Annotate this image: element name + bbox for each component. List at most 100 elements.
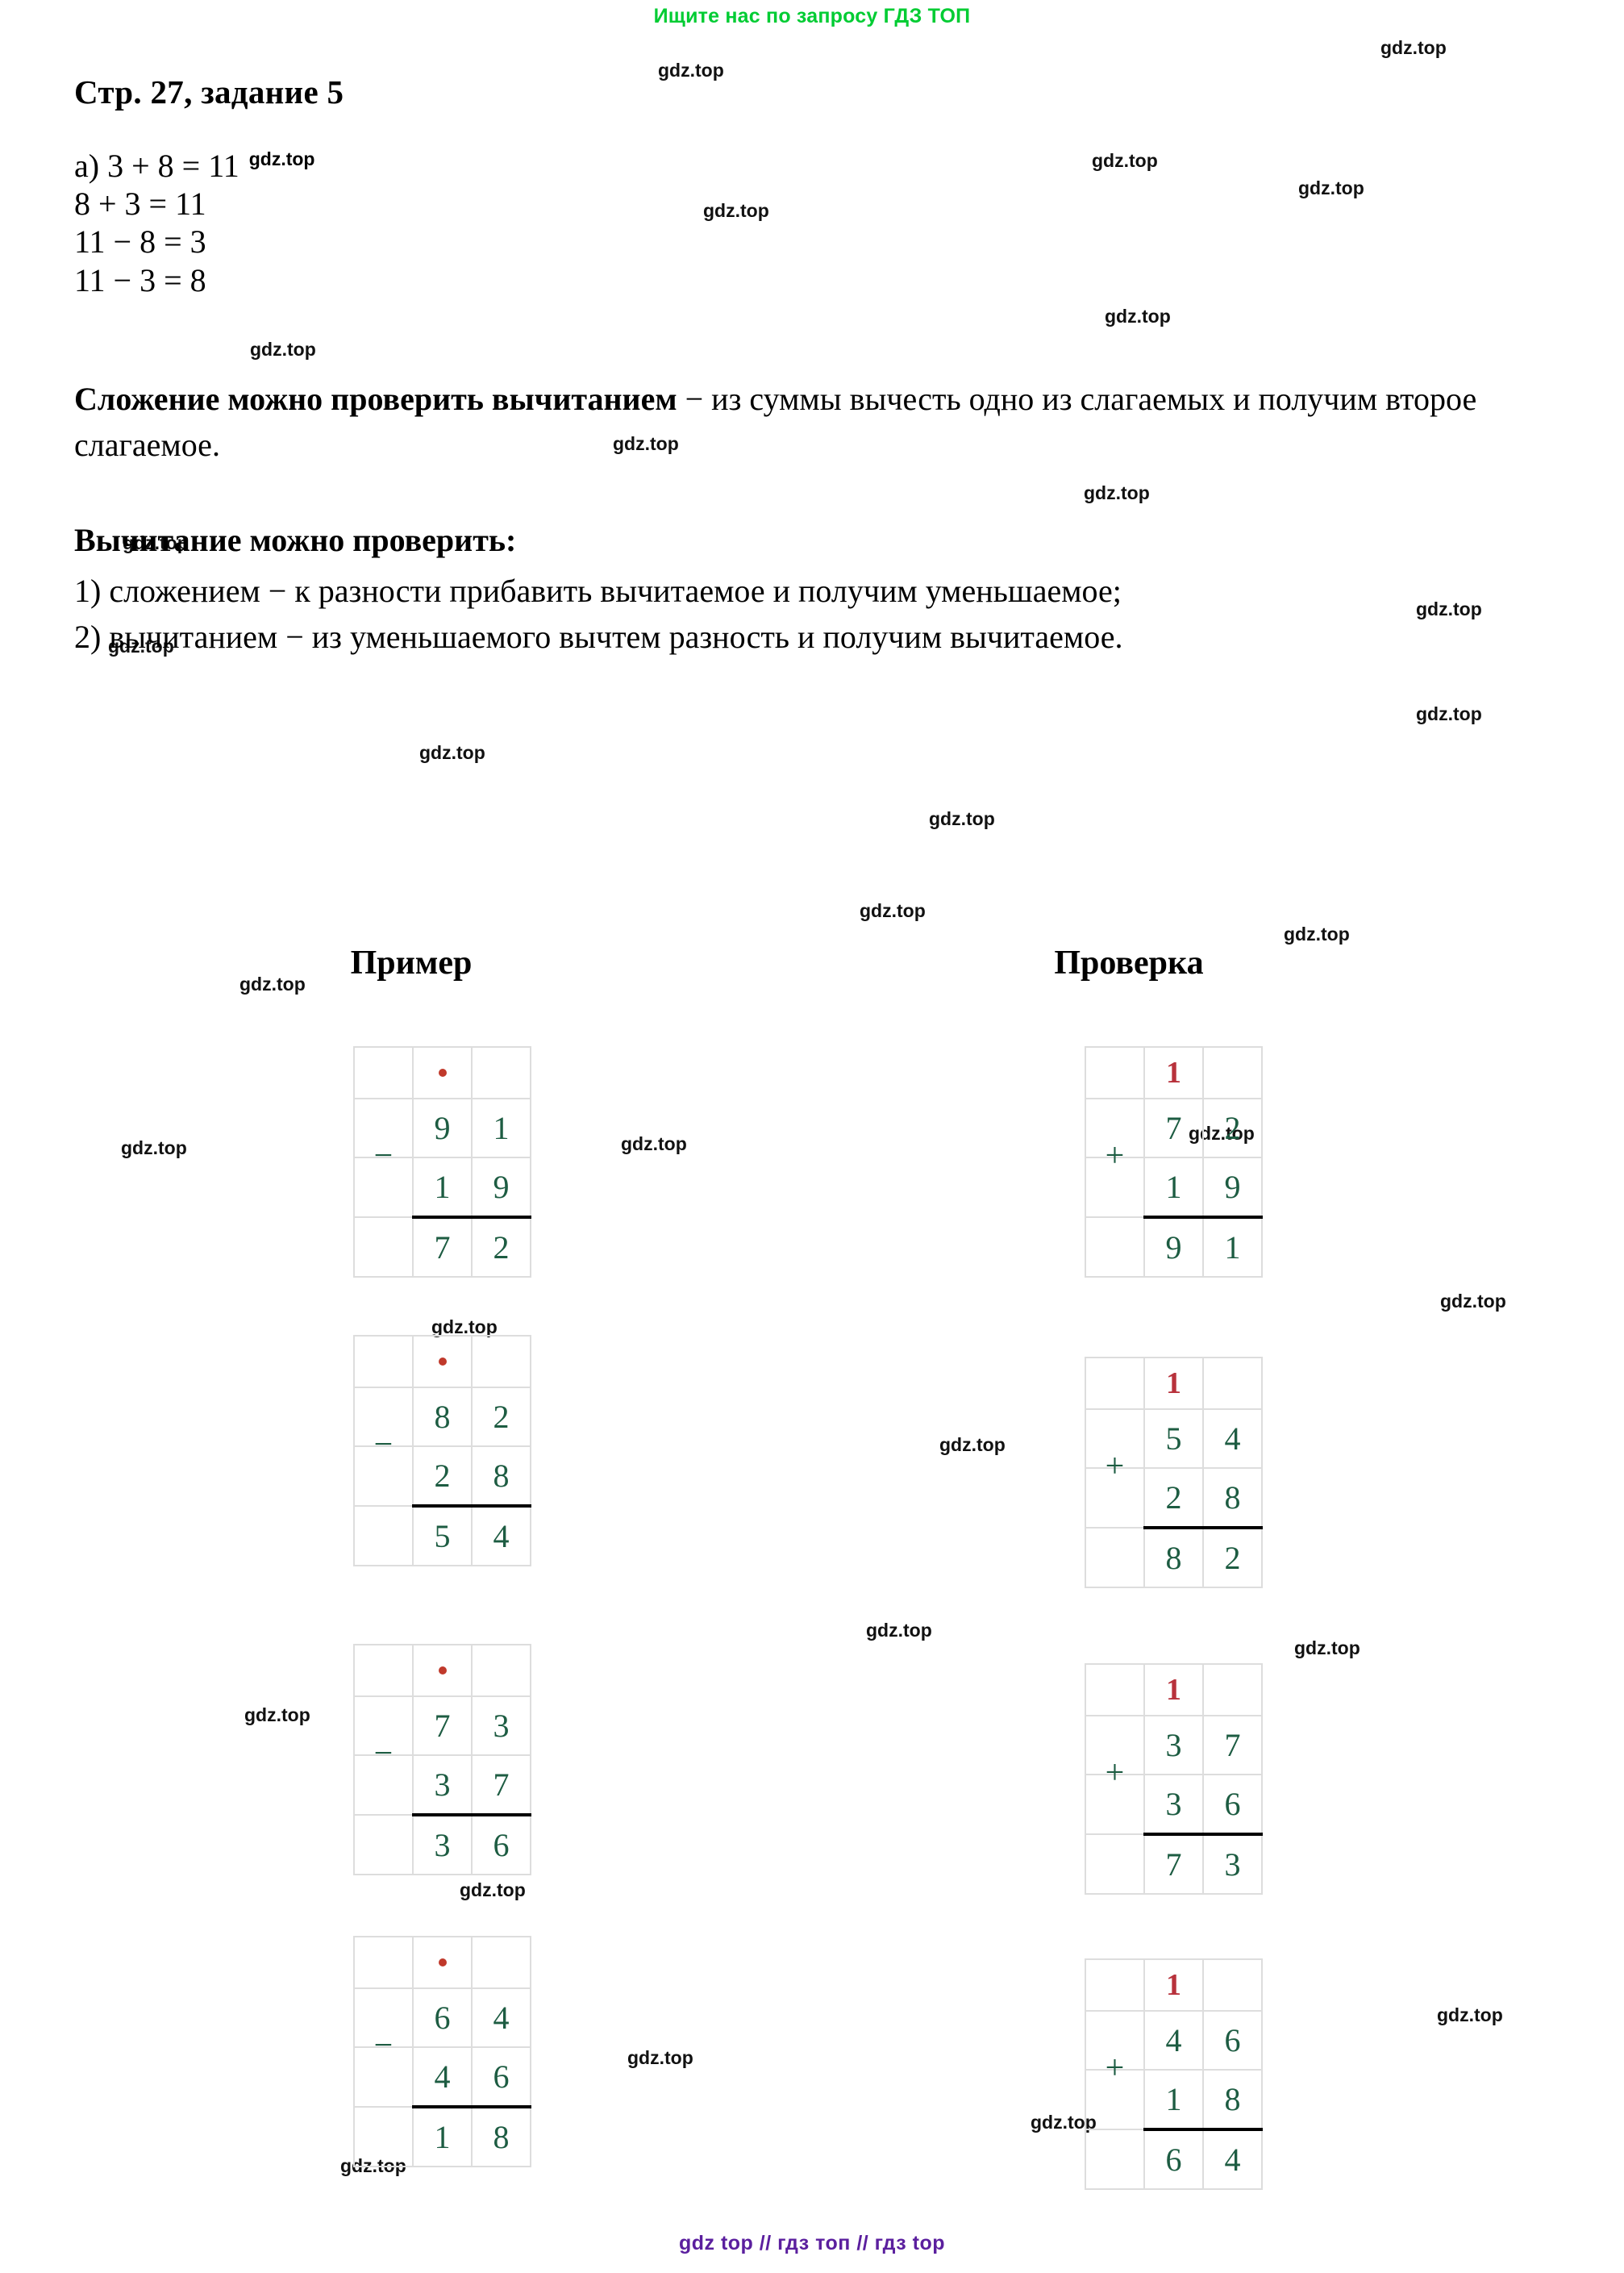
calc-cell-blank (353, 1335, 414, 1388)
calc-cell-blank (353, 1754, 414, 1816)
calc-cell-digit: 1 (1202, 1216, 1263, 1278)
calc-row-operand-bottom: 2 8 (1085, 1467, 1263, 1529)
calc-cell-blank (1085, 1157, 1145, 1218)
calc-cell-digit: 4 (1202, 2128, 1263, 2190)
calc-cell-borrow-dot (412, 1046, 473, 1099)
calc-cell-carry-digit: 1 (1143, 1357, 1204, 1410)
calc-cell-digit: 4 (1202, 1408, 1263, 1469)
watermark: gdz.top (866, 1620, 932, 1641)
watermark: gdz.top (460, 1879, 526, 1900)
calc-cell-blank (1202, 1046, 1263, 1099)
calc-cell-blank (1202, 1663, 1263, 1716)
calc-cell-blank (353, 1445, 414, 1507)
calc-row-operand-top: − 9 1 (353, 1098, 531, 1173)
calc-cell-borrow-dot (412, 1936, 473, 1989)
calc-cell-digit: 5 (412, 1504, 473, 1566)
calc-cell-digit: 8 (1202, 2069, 1263, 2130)
calc-cell-digit: 9 (1202, 1157, 1263, 1218)
watermark: gdz.top (248, 148, 315, 169)
calc-cell-borrow-dot (412, 1335, 473, 1388)
calc-cell-blank (353, 1644, 414, 1697)
addition-rule: Сложение можно проверить вычитанием − из… (74, 377, 1526, 469)
calc-row-carry (353, 1936, 531, 1989)
calc-cell-digit: 3 (412, 1813, 473, 1875)
watermark: gdz.top (627, 2047, 693, 2068)
calc-row-result: 9 1 (1085, 1216, 1263, 1278)
calc-cell-digit: 7 (1202, 1715, 1263, 1775)
calc-cell-digit: 7 (412, 1216, 473, 1278)
calc-cell-blank (1085, 1774, 1145, 1835)
calc-cell-digit: 6 (1143, 2128, 1204, 2190)
calc-row-carry: 1 (1085, 1357, 1263, 1410)
calc-cell-operator: − (353, 1098, 414, 1173)
calc-cell-blank (1085, 1833, 1145, 1895)
calc-cell-blank (353, 1157, 414, 1218)
calc-cell-blank (1085, 1958, 1145, 2012)
calc-cell-digit: 2 (1202, 1098, 1263, 1158)
calc-cell-blank (471, 1335, 531, 1388)
calc-cell-digit: 4 (1143, 2010, 1204, 2071)
calc-row-result: 6 4 (1085, 2128, 1263, 2190)
calc-row-result: 7 3 (1085, 1833, 1263, 1895)
calc-grid-example-4: − 6 4 4 6 1 8 (353, 1936, 531, 2167)
calc-cell-blank (353, 2046, 414, 2108)
calc-cell-operator: + (1085, 2010, 1145, 2085)
calc-cell-digit: 5 (1143, 1408, 1204, 1469)
calc-cell-digit: 2 (1143, 1467, 1204, 1529)
column-heading-check: Проверка (1054, 945, 1204, 982)
watermark: gdz.top (1284, 924, 1350, 945)
calc-grid-check-3: 1 + 3 7 3 6 7 3 (1085, 1663, 1263, 1895)
calc-cell-digit: 2 (471, 1387, 531, 1447)
calc-cell-digit: 1 (1143, 2069, 1204, 2130)
calc-row-operand-top: + 4 6 (1085, 2010, 1263, 2085)
watermark: gdz.top (1440, 1291, 1506, 1312)
calc-cell-digit: 3 (412, 1754, 473, 1816)
watermark: gdz.top (1294, 1637, 1360, 1658)
calc-cell-digit: 1 (412, 1157, 473, 1218)
subtraction-rule-item: 1) сложением − к разности прибавить вычи… (74, 573, 1122, 610)
calc-cell-digit: 8 (1143, 1526, 1204, 1588)
subtraction-rule-item: 2) вычитанием − из уменьшаемого вычтем р… (74, 618, 1123, 655)
calc-row-result: 3 6 (353, 1813, 531, 1875)
column-heading-example: Пример (350, 945, 473, 982)
calc-cell-digit: 7 (412, 1695, 473, 1756)
calc-cell-operator: + (1085, 1408, 1145, 1483)
calc-cell-digit: 3 (1202, 1833, 1263, 1895)
calc-cell-digit: 9 (412, 1098, 473, 1158)
equation-line: 11 − 3 = 8 (74, 261, 206, 298)
calc-cell-digit: 8 (1202, 1467, 1263, 1529)
calc-row-carry (353, 1046, 531, 1099)
calc-cell-digit: 7 (1143, 1833, 1204, 1895)
calc-cell-blank (353, 1216, 414, 1278)
calc-cell-digit: 8 (471, 1445, 531, 1507)
subtraction-rule-heading: Вычитание можно проверить: (74, 522, 517, 559)
calc-row-operand-bottom: 1 9 (353, 1157, 531, 1218)
calc-row-operand-bottom: 1 8 (1085, 2069, 1263, 2130)
watermark: gdz.top (1380, 37, 1447, 58)
calc-cell-digit: 9 (471, 1157, 531, 1218)
calc-cell-operator: + (1085, 1098, 1145, 1173)
calc-cell-digit: 3 (1143, 1774, 1204, 1835)
calc-row-operand-bottom: 3 6 (1085, 1774, 1263, 1835)
calc-cell-carry-digit: 1 (1143, 1046, 1204, 1099)
calc-cell-carry-digit: 1 (1143, 1663, 1204, 1716)
calc-cell-digit: 6 (412, 1987, 473, 2048)
calc-cell-digit: 6 (471, 1813, 531, 1875)
calc-cell-blank (1085, 2129, 1145, 2190)
calc-row-operand-top: − 8 2 (353, 1387, 531, 1462)
watermark: gdz.top (929, 808, 995, 829)
watermark: gdz.top (860, 900, 926, 921)
calc-row-carry: 1 (1085, 1958, 1263, 2012)
calc-cell-digit: 6 (1202, 1774, 1263, 1835)
calc-cell-blank (353, 2106, 414, 2167)
calc-cell-operator: − (353, 1987, 414, 2062)
watermark: gdz.top (621, 1133, 687, 1154)
calc-cell-blank (1202, 1958, 1263, 2012)
watermark: gdz.top (121, 1137, 187, 1158)
calc-cell-digit: 6 (1202, 2010, 1263, 2071)
addition-rule-bold: Сложение можно проверить вычитанием (74, 380, 677, 417)
calc-cell-digit: 1 (412, 2105, 473, 2167)
